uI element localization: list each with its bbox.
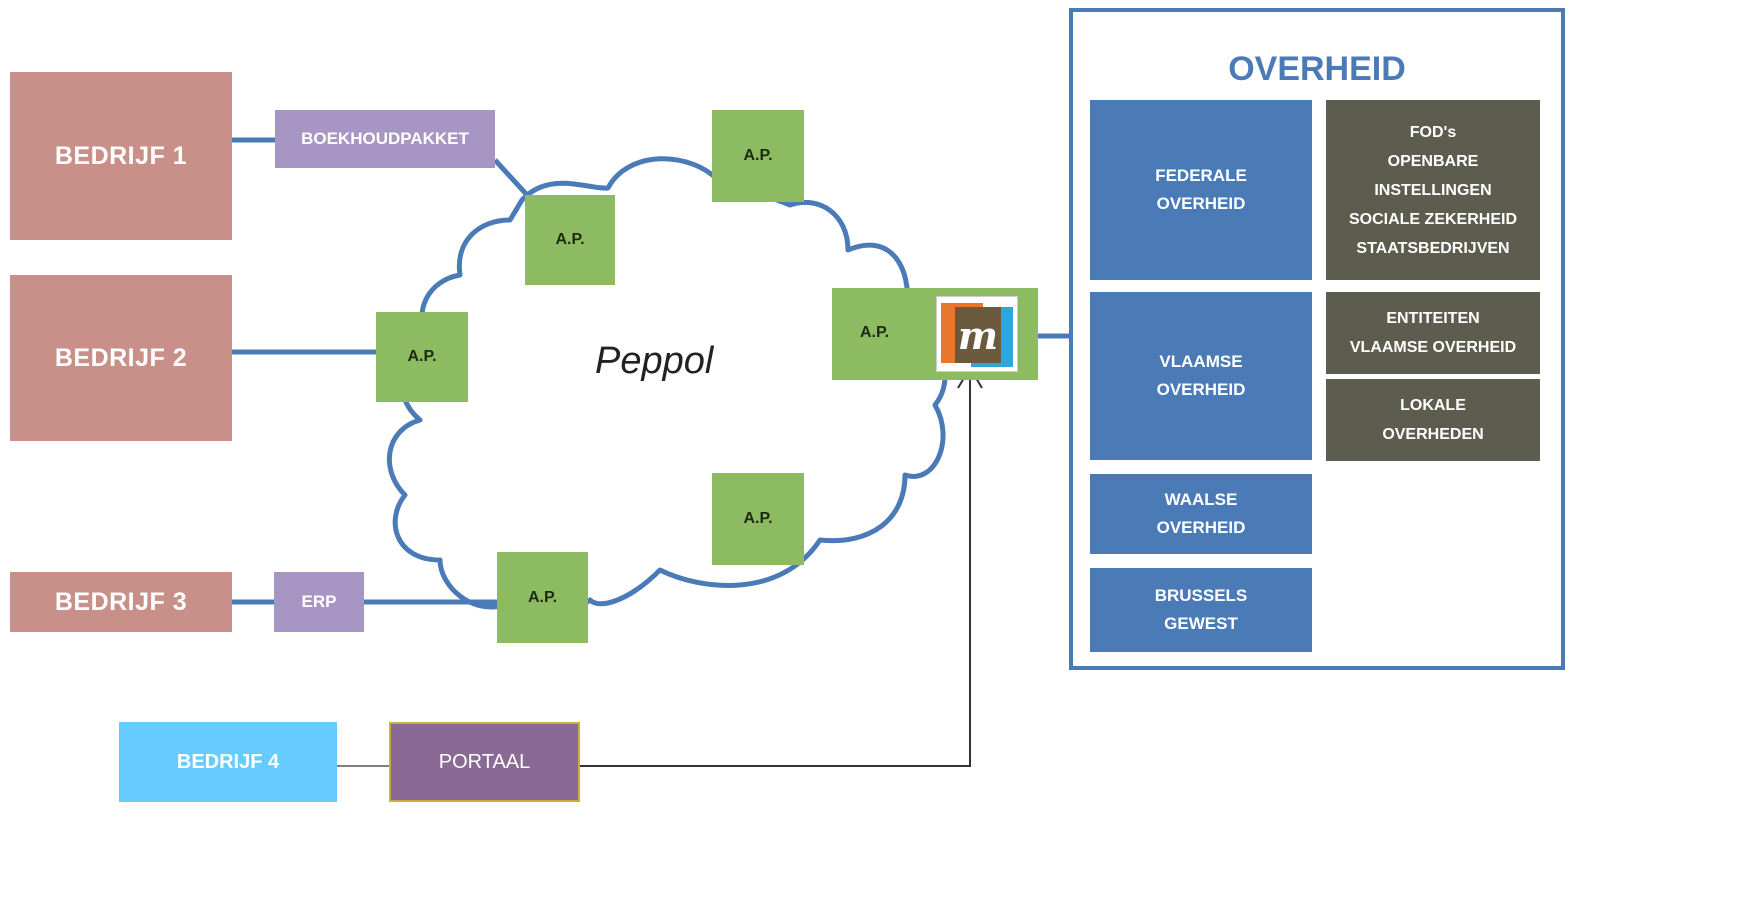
- access-point-logo-box: A.P. m: [832, 288, 1038, 380]
- peppol-cloud-outline: [387, 156, 948, 620]
- access-point-bottom-right: A.P.: [712, 473, 804, 565]
- gov-brussels-gewest: BRUSSELS GEWEST: [1090, 568, 1312, 652]
- company-bedrijf-2: BEDRIJF 2: [10, 275, 232, 441]
- access-point-top-right: A.P.: [712, 110, 804, 202]
- tool-erp-label: ERP: [301, 592, 337, 611]
- tool-portaal-label: PORTAAL: [438, 750, 531, 773]
- logo-m-icon: m: [936, 296, 1018, 372]
- tool-erp: ERP: [274, 572, 364, 632]
- access-point-label: A.P.: [407, 348, 437, 365]
- line-boekhoud-ap: [493, 158, 530, 198]
- gov-fods: FOD's OPENBARE INSTELLINGEN SOCIALE ZEKE…: [1326, 100, 1540, 280]
- company-bedrijf-4: BEDRIJF 4: [119, 722, 337, 802]
- access-point-top-left: A.P.: [525, 195, 615, 285]
- company-bedrijf-1-label: BEDRIJF 1: [54, 141, 188, 170]
- gov-vlaamse-overheid: VLAAMSE OVERHEID: [1090, 292, 1312, 460]
- overheid-title: OVERHEID: [1228, 49, 1406, 88]
- company-bedrijf-3-label: BEDRIJF 3: [54, 587, 188, 616]
- gov-federale-overheid: FEDERALE OVERHEID: [1090, 100, 1312, 280]
- access-point-label: A.P.: [555, 231, 585, 248]
- tool-boekhoudpakket: BOEKHOUDPAKKET: [275, 110, 495, 168]
- line-portaal-logo: [580, 368, 971, 767]
- gov-waalse-overheid: WAALSE OVERHEID: [1090, 474, 1312, 554]
- access-point-label: A.P.: [743, 510, 773, 527]
- access-point-label: A.P.: [527, 588, 558, 606]
- company-bedrijf-3: BEDRIJF 3: [10, 572, 232, 632]
- overheid-panel: OVERHEID FEDERALE OVERHEID FOD's OPENBAR…: [1069, 8, 1565, 670]
- company-bedrijf-1: BEDRIJF 1: [10, 72, 232, 240]
- gov-lokale-overheden: LOKALE OVERHEDEN: [1326, 379, 1540, 461]
- company-bedrijf-4-label: BEDRIJF 4: [176, 750, 280, 773]
- access-point-bottom-left: A.P.: [497, 552, 588, 643]
- peppol-label: Peppol: [595, 340, 714, 382]
- tool-boekhoudpakket-label: BOEKHOUDPAKKET: [301, 129, 469, 148]
- access-point-label: A.P.: [860, 324, 890, 341]
- access-point-label: A.P.: [743, 147, 773, 164]
- gov-entiteiten-vlaamse-overheid: ENTITEITEN VLAAMSE OVERHEID: [1326, 292, 1540, 374]
- access-point-left: A.P.: [376, 312, 468, 402]
- company-bedrijf-2-label: BEDRIJF 2: [54, 343, 188, 372]
- tool-portaal: PORTAAL: [389, 722, 580, 802]
- logo-letter: m: [957, 312, 999, 358]
